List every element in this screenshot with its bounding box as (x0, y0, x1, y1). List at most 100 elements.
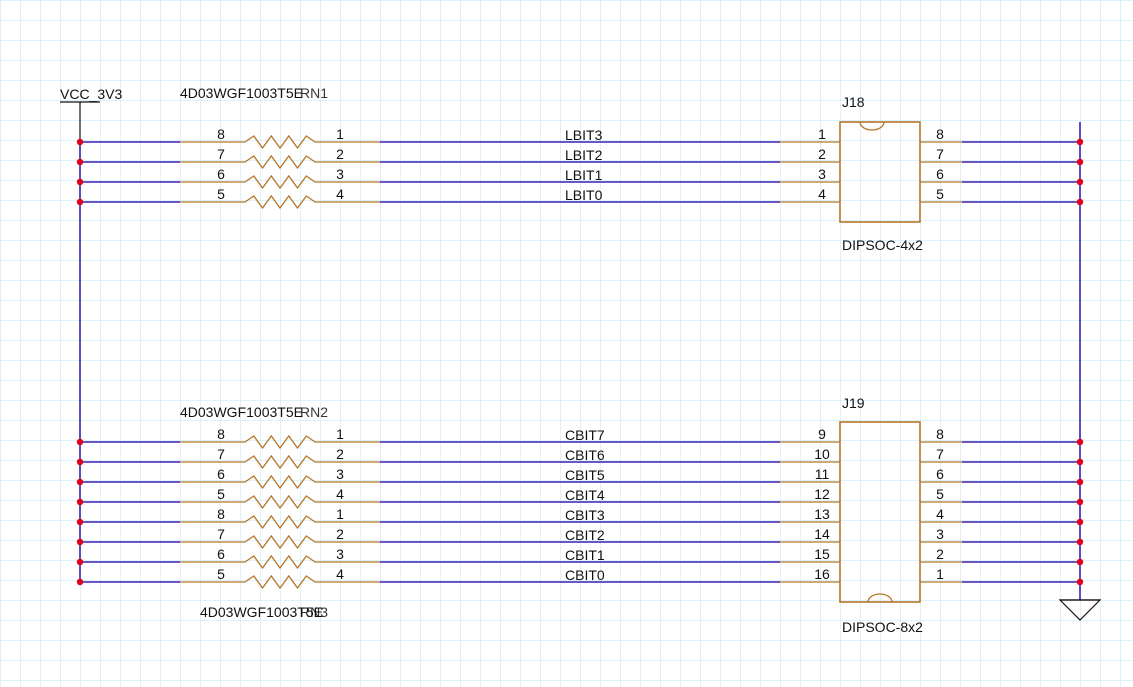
bottom-net-label: CBIT6 (565, 447, 605, 463)
junction-dot (76, 518, 84, 526)
rn-top-pin-right: 4 (336, 186, 344, 202)
j19-body (839, 421, 921, 603)
j19-pin-left: 15 (814, 546, 830, 562)
junction-dot (1076, 578, 1084, 586)
rn-mid-resistor-zigzag (244, 494, 316, 510)
junction-dot (1076, 458, 1084, 466)
top-net-label: LBIT2 (565, 147, 603, 163)
rn-top-partnumber: 4D03WGF1003T5E (180, 85, 303, 101)
wires-layer (60, 101, 1102, 621)
junction-dot (76, 158, 84, 166)
junction-dot (76, 178, 84, 186)
top-net-label: LBIT0 (565, 187, 603, 203)
j19-pin-left: 10 (814, 446, 830, 462)
rn-mid-pin-left: 7 (217, 446, 225, 462)
j19-refdes: J19 (842, 395, 865, 411)
j18-notch (859, 121, 885, 131)
rn-mid-pin-right: 4 (336, 486, 344, 502)
rn-bot-pin-right: 4 (336, 566, 344, 582)
rn-top-pin-left: 7 (217, 146, 225, 162)
rn-bot-resistor-zigzag (244, 534, 316, 550)
junction-dot (1076, 438, 1084, 446)
j19-pin-right: 3 (936, 526, 944, 542)
rn-bot-resistor-zigzag (244, 554, 316, 570)
junction-dot (1076, 518, 1084, 526)
rn-top-resistor-zigzag (244, 194, 316, 210)
ground-icon (1058, 599, 1102, 621)
rn-mid-pin-right: 2 (336, 446, 344, 462)
rn-mid-pin-right: 3 (336, 466, 344, 482)
j18-pin-left: 1 (818, 126, 826, 142)
j19-footprint: DIPSOC-8x2 (842, 619, 923, 635)
j18-pin-left: 2 (818, 146, 826, 162)
rn-mid-pin-left: 5 (217, 486, 225, 502)
j18-pin-left: 4 (818, 186, 826, 202)
junction-dot (76, 578, 84, 586)
junction-dot (76, 438, 84, 446)
junction-dot (1076, 158, 1084, 166)
top-net-label: LBIT1 (565, 167, 603, 183)
j18-pin-right: 6 (936, 166, 944, 182)
junction-dot (1076, 538, 1084, 546)
j19-notch (867, 593, 893, 603)
rn-mid-refdes: RN2 (300, 404, 328, 420)
junction-dot (1076, 498, 1084, 506)
j18-body (839, 121, 921, 223)
j19-pin-right: 4 (936, 506, 944, 522)
rn-mid-resistor-zigzag (244, 474, 316, 490)
junction-dot (1076, 138, 1084, 146)
junction-dot (76, 138, 84, 146)
rn-mid-pin-left: 8 (217, 426, 225, 442)
rn-top-pin-right: 2 (336, 146, 344, 162)
rn-mid-pin-left: 6 (217, 466, 225, 482)
junction-dot (76, 558, 84, 566)
j19-pin-left: 13 (814, 506, 830, 522)
j18-refdes: J18 (842, 94, 865, 110)
rn-mid-pin-right: 1 (336, 426, 344, 442)
rn-bot-pin-right: 2 (336, 526, 344, 542)
j19-pin-right: 6 (936, 466, 944, 482)
rn-bot-pin-right: 1 (336, 506, 344, 522)
rn-bot-resistor-zigzag (244, 514, 316, 530)
rn-top-pin-right: 1 (336, 126, 344, 142)
rn-top-pin-left: 5 (217, 186, 225, 202)
j19-pin-left: 14 (814, 526, 830, 542)
junction-dot (1076, 558, 1084, 566)
rn-top-pin-left: 8 (217, 126, 225, 142)
junctions-layer (76, 138, 1084, 586)
junction-dot (76, 538, 84, 546)
junction-dot (1076, 178, 1084, 186)
rn-bot-resistor-zigzag (244, 574, 316, 590)
rn-bot-pin-left: 7 (217, 526, 225, 542)
bottom-net-label: CBIT5 (565, 467, 605, 483)
j18-pin-right: 8 (936, 126, 944, 142)
j18-footprint: DIPSOC-4x2 (842, 237, 923, 253)
bottom-net-label: CBIT3 (565, 507, 605, 523)
j19-pin-left: 9 (818, 426, 826, 442)
rn-mid-partnumber: 4D03WGF1003T5E (180, 404, 303, 420)
j19-pin-right: 5 (936, 486, 944, 502)
bottom-net-label: CBIT7 (565, 427, 605, 443)
j19-pin-right: 8 (936, 426, 944, 442)
junction-dot (76, 458, 84, 466)
rn-top-resistor-zigzag (244, 134, 316, 150)
rn-bot-refdes: RN3 (300, 604, 328, 620)
j18-pin-right: 5 (936, 186, 944, 202)
rn-bot-pin-right: 3 (336, 546, 344, 562)
bottom-net-label: CBIT0 (565, 567, 605, 583)
components-layer (180, 121, 962, 603)
junction-dot (1076, 478, 1084, 486)
rn-top-refdes: RN1 (300, 85, 328, 101)
junction-dot (76, 198, 84, 206)
j19-pin-right: 2 (936, 546, 944, 562)
rn-bot-pin-left: 5 (217, 566, 225, 582)
rn-bot-pin-left: 6 (217, 546, 225, 562)
junction-dot (1076, 198, 1084, 206)
rn-top-pin-right: 3 (336, 166, 344, 182)
rn-bot-partnumber: 4D03WGF1003T5E (200, 604, 323, 620)
rn-mid-resistor-zigzag (244, 454, 316, 470)
power-label: VCC_3V3 (60, 86, 122, 102)
